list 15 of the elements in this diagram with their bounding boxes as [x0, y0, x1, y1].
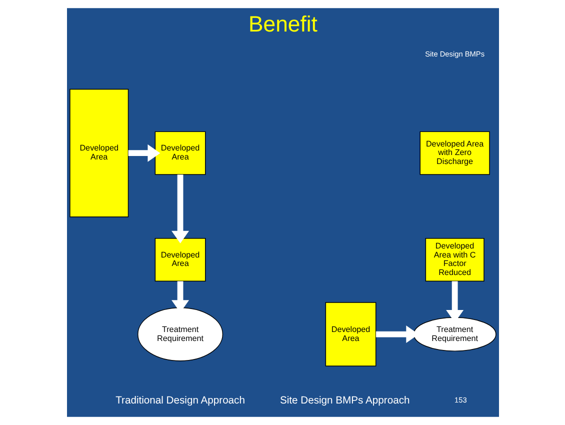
arrow	[171, 174, 189, 244]
node-box: Developed Area	[324, 302, 376, 366]
node-box: Developed Area	[154, 238, 206, 282]
label: Site Design BMPs Approach	[279, 395, 410, 406]
label: 153	[454, 396, 466, 405]
node-ellipse: Treatment Requirement	[136, 307, 223, 362]
label: Traditional Design Approach	[115, 395, 244, 406]
node-box: Developed Area	[154, 131, 206, 175]
node-box: Developed Area with C Factor Reduced	[424, 238, 484, 282]
node-box: Developed Area with Zero Discharge	[419, 131, 490, 175]
diagram-title: Benefit	[248, 12, 317, 37]
node-ellipse: Treatment Requirement	[412, 317, 496, 352]
arrow	[128, 144, 160, 162]
label: Site Design BMPs	[424, 49, 484, 58]
node-box: Developed Area	[69, 88, 128, 218]
